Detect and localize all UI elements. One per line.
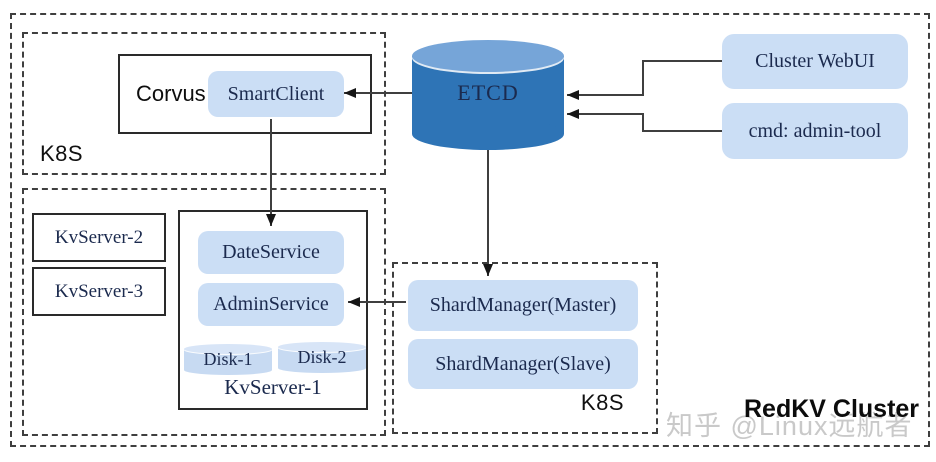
etcd-cylinder: ETCD — [412, 40, 564, 150]
redkv-cluster-title: RedKV Cluster — [744, 395, 920, 423]
shardmanager-slave-label: ShardManager(Slave) — [435, 352, 611, 375]
adminservice-node: AdminService — [198, 283, 344, 326]
etcd-label: ETCD — [457, 80, 519, 105]
cluster-webui-node: Cluster WebUI — [722, 34, 908, 89]
disk1-label: Disk-1 — [203, 349, 253, 369]
k8s-shard-group: ShardManager(Master) ShardManager(Slave)… — [392, 262, 658, 434]
disk1-cylinder-bottom — [184, 365, 272, 375]
disk2-cylinder-top — [278, 342, 366, 352]
adminservice-label: AdminService — [213, 293, 329, 315]
dateservice-label: DateService — [222, 241, 320, 263]
disk2-cylinder-side — [278, 347, 366, 368]
etcd-cylinder-top — [412, 40, 564, 72]
smartclient-node: SmartClient — [208, 71, 344, 117]
disk2-cylinder: Disk-2 — [278, 342, 366, 373]
kvserver1-box: DateService AdminService Disk-1 Disk-2 K… — [178, 210, 368, 410]
redkv-cluster-boundary — [10, 13, 930, 447]
kvserver-group — [22, 188, 386, 436]
kvserver3-label: KvServer-3 — [54, 280, 144, 302]
k8s-shard-label: K8S — [580, 390, 624, 415]
etcd-cylinder-bottom — [412, 118, 564, 150]
disk1-cylinder-side — [184, 349, 272, 370]
shardmanager-master-label: ShardManager(Master) — [429, 294, 617, 316]
corvus-label: Corvus — [136, 81, 206, 106]
admin-tool-label: cmd: admin-tool — [748, 119, 882, 142]
disk1-cylinder: Disk-1 — [184, 344, 272, 375]
disk2-label: Disk-2 — [297, 347, 347, 367]
corvus-box: Corvus SmartClient — [118, 54, 372, 134]
smartclient-label: SmartClient — [227, 82, 325, 105]
dateservice-node: DateService — [198, 231, 344, 274]
kvserver2-node: KvServer-2 — [32, 213, 166, 262]
shardmanager-master-node: ShardManager(Master) — [408, 280, 638, 331]
disk2-cylinder-bottom — [278, 363, 366, 373]
admin-tool-node: cmd: admin-tool — [722, 103, 908, 159]
kvserver1-label: KvServer-1 — [224, 375, 322, 399]
kvserver2-label: KvServer-2 — [54, 226, 144, 248]
k8s-client-label: K8S — [40, 141, 84, 166]
cluster-webui-label: Cluster WebUI — [755, 50, 875, 72]
shardmanager-slave-node: ShardManager(Slave) — [408, 339, 638, 389]
disk1-cylinder-top — [184, 344, 272, 354]
kvserver3-node: KvServer-3 — [32, 267, 166, 316]
k8s-client-group: K8S — [22, 32, 386, 175]
zhihu-watermark: 知乎 @Linux远航者 — [666, 411, 913, 441]
